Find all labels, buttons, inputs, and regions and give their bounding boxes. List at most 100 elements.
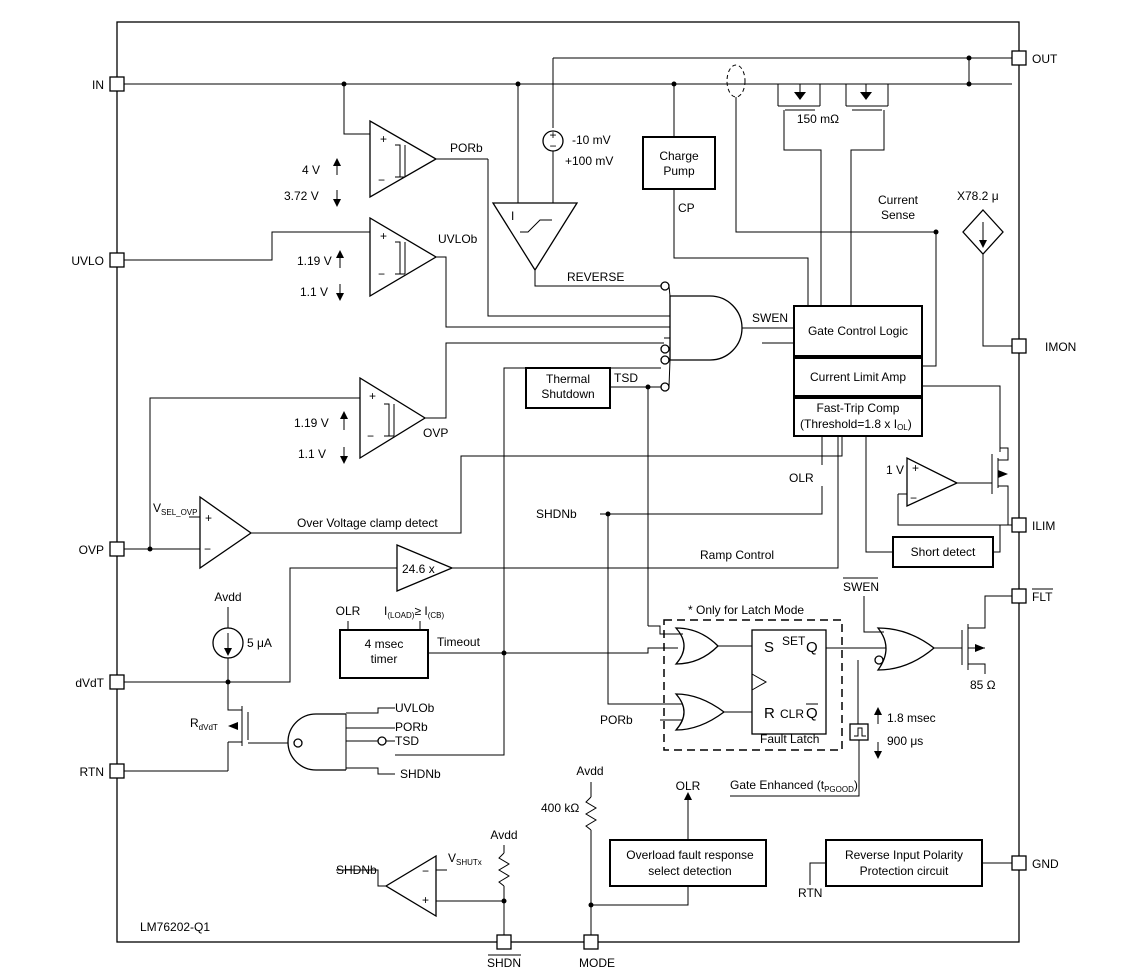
svg-text:+: + (912, 461, 919, 475)
reverse-comparator: I + − -10 mV +100 mV REVERSE (491, 58, 664, 287)
gate-control-stack: Gate Control Logic Current Limit Amp Fas… (762, 232, 937, 485)
svg-text:FLT: FLT (1032, 590, 1053, 604)
timer-block: OLR I(LOAD)≥ I(CB) 4 msec timer Timeout (336, 367, 678, 756)
svg-text:PORb: PORb (395, 720, 428, 734)
svg-text:SHDN: SHDN (487, 956, 521, 970)
svg-text:CLR: CLR (780, 707, 804, 721)
svg-text:SWEN: SWEN (752, 311, 788, 325)
svg-text:1.8 msec: 1.8 msec (887, 711, 936, 725)
svg-text:Q: Q (806, 639, 818, 656)
svg-text:−: − (378, 173, 385, 187)
pin-ovp: OVP (79, 541, 125, 557)
ilim-circuit: + − 1 V Short detect (865, 385, 1012, 568)
svg-text:Over Voltage clamp detect: Over Voltage clamp detect (297, 516, 438, 530)
svg-text:+: + (205, 511, 212, 525)
svg-text:SHDNb: SHDNb (536, 507, 577, 521)
svg-text:Gate Enhanced (tPGOOD): Gate Enhanced (tPGOOD) (730, 778, 858, 794)
svg-text:REVERSE: REVERSE (567, 270, 624, 284)
pin-uvlo: UVLO (71, 252, 125, 268)
reverse-polarity-block: Reverse Input Polarity Protection circui… (798, 839, 1012, 900)
svg-text:(Threshold=1.8 x IOL): (Threshold=1.8 x IOL) (800, 417, 912, 432)
svg-text:Short detect: Short detect (911, 545, 976, 559)
uvlo-comparator: + − UVLOb 1.19 V 1.1 V (124, 216, 664, 328)
svg-text:Avdd: Avdd (576, 764, 603, 778)
svg-text:150 mΩ: 150 mΩ (797, 112, 839, 126)
imon-mirror: Current Sense X78.2 μ (878, 189, 1012, 347)
svg-text:−: − (204, 542, 211, 556)
svg-text:SWEN: SWEN (843, 580, 879, 594)
mode-circuit: Avdd 400 kΩ Overload fault response sele… (541, 764, 767, 935)
svg-text:Thermal: Thermal (546, 372, 590, 386)
svg-text:1.1 V: 1.1 V (300, 285, 328, 299)
svg-text:+: + (549, 128, 556, 142)
por-comparator: + − PORb 4 V 3.72 V (284, 84, 664, 317)
svg-text:SET: SET (782, 634, 806, 648)
svg-text:−: − (367, 429, 374, 443)
svg-text:OLR: OLR (789, 471, 814, 485)
svg-text:+: + (369, 389, 376, 403)
svg-text:85 Ω: 85 Ω (970, 678, 996, 692)
svg-text:select detection: select detection (648, 864, 731, 878)
flt-output: SWEN 85 Ω 1.8 msec 900 μs Gate Enhanced … (730, 577, 1012, 797)
svg-text:Fast-Trip Comp: Fast-Trip Comp (817, 401, 900, 415)
svg-text:* Only for Latch Mode: * Only for Latch Mode (688, 603, 804, 617)
ramp-control: 24.6 x Ramp Control Avdd 5 μA RdVdT (124, 436, 839, 772)
svg-text:SHDNb: SHDNb (336, 863, 377, 877)
svg-text:24.6 x: 24.6 x (402, 562, 435, 576)
svg-text:1.19 V: 1.19 V (294, 416, 329, 430)
svg-text:Q: Q (806, 705, 818, 722)
svg-text:SHDNb: SHDNb (400, 767, 441, 781)
svg-text:PORb: PORb (600, 713, 633, 727)
svg-text:900 μs: 900 μs (887, 734, 923, 748)
svg-text:GND: GND (1032, 857, 1059, 871)
svg-text:−: − (910, 491, 917, 505)
back-to-back-fets: 150 mΩ (777, 84, 889, 306)
svg-text:Reverse Input Polarity: Reverse Input Polarity (845, 848, 963, 862)
svg-text:−: − (549, 139, 556, 153)
ovp-comparator: + − OVP 1.19 V 1.1 V (149, 342, 664, 549)
svg-text:Pump: Pump (663, 164, 695, 178)
svg-text:Overload fault response: Overload fault response (626, 848, 754, 862)
svg-text:Shutdown: Shutdown (541, 387, 594, 401)
input-bus (124, 55, 1012, 235)
chip-outline (116, 21, 1020, 943)
svg-text:IN: IN (92, 78, 104, 92)
svg-text:OUT: OUT (1032, 52, 1058, 66)
pin-imon: IMON (1011, 338, 1076, 354)
svg-text:1 V: 1 V (886, 463, 904, 477)
svg-text:VSHUTx: VSHUTx (448, 851, 482, 867)
pin-gnd: GND (1011, 855, 1059, 871)
chip-name: LM76202-Q1 (140, 920, 210, 934)
svg-text:+: + (380, 229, 387, 243)
svg-text:UVLOb: UVLOb (395, 701, 435, 715)
svg-text:Timeout: Timeout (437, 635, 481, 649)
svg-text:4 msec: 4 msec (365, 637, 404, 651)
svg-text:Avdd: Avdd (214, 590, 241, 604)
svg-text:RTN: RTN (798, 886, 822, 900)
svg-text:PORb: PORb (450, 141, 483, 155)
svg-text:Current: Current (878, 193, 919, 207)
svg-text:S: S (764, 639, 774, 656)
swen-and-gate: SWEN (660, 281, 794, 392)
svg-text:IMON: IMON (1045, 340, 1076, 354)
pin-rtn: RTN (80, 763, 125, 779)
svg-text:Sense: Sense (881, 208, 915, 222)
svg-text:dVdT: dVdT (75, 676, 104, 690)
pin-shdn: SHDN (487, 934, 521, 970)
svg-text:I(LOAD)≥ I(CB): I(LOAD)≥ I(CB) (384, 604, 445, 620)
svg-text:I: I (511, 209, 514, 223)
svg-text:Avdd: Avdd (490, 828, 517, 842)
svg-text:OVP: OVP (423, 426, 448, 440)
svg-text:UVLO: UVLO (71, 254, 104, 268)
svg-text:+: + (380, 132, 387, 146)
svg-text:-10 mV: -10 mV (572, 133, 611, 147)
svg-text:Charge: Charge (659, 149, 699, 163)
pin-dvdt: dVdT (75, 674, 125, 690)
pin-in: IN (92, 76, 125, 92)
svg-text:TSD: TSD (395, 734, 419, 748)
svg-text:UVLOb: UVLOb (438, 232, 478, 246)
svg-text:Gate Control Logic: Gate Control Logic (808, 324, 908, 338)
svg-text:+100 mV: +100 mV (565, 154, 613, 168)
svg-text:4 V: 4 V (302, 163, 320, 177)
